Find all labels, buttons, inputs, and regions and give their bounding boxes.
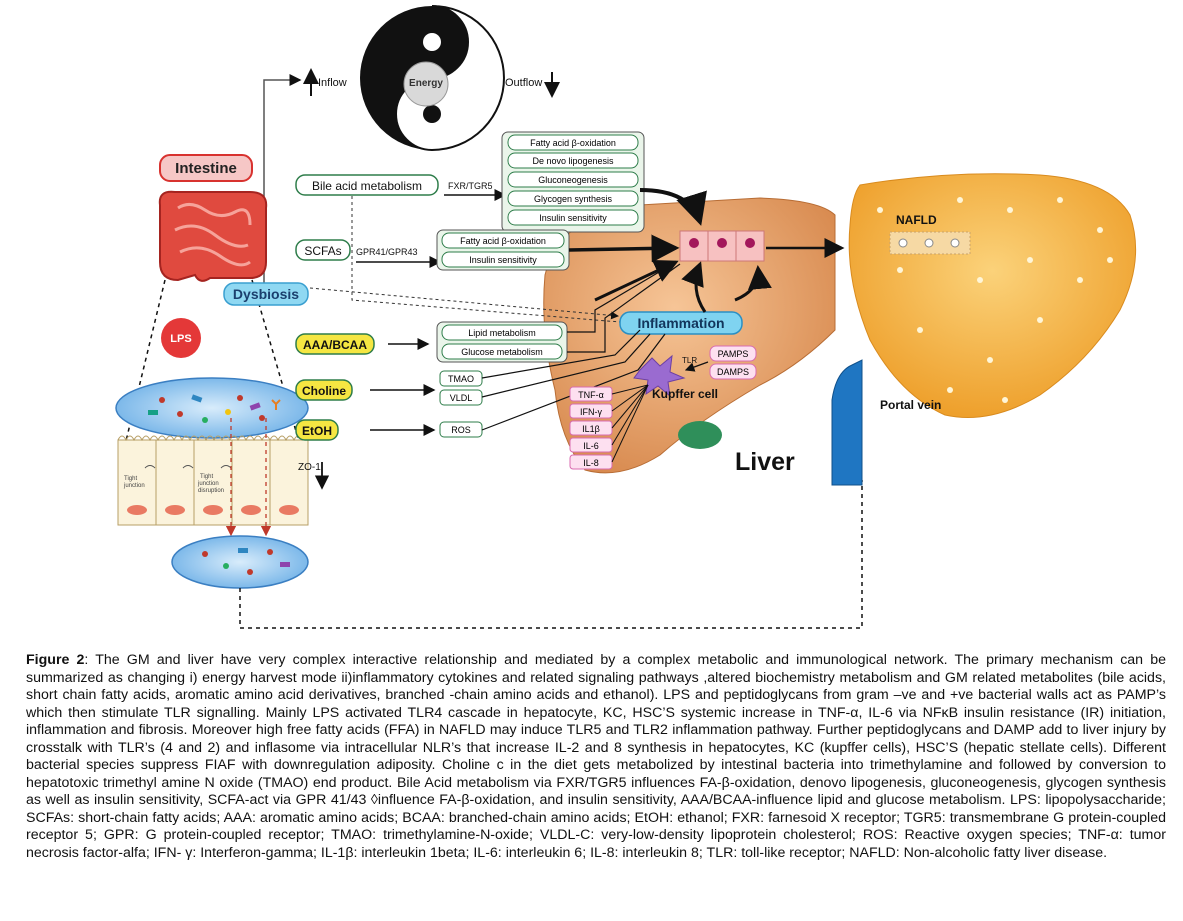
choline-label: Choline <box>302 384 346 398</box>
inflammation-label: Inflammation <box>637 315 724 331</box>
aaa-bcaa-box <box>295 333 375 355</box>
pamps-to-tlr-arrow <box>684 361 709 372</box>
tlr-label: TLR <box>682 356 697 365</box>
bile-effect-0: Fatty acid β-oxidation <box>530 138 616 148</box>
etoh-label: EtOH <box>302 424 332 438</box>
aaa-effect-1: Glucose metabolism <box>461 347 543 357</box>
bile-to-hepatocyte-arrow <box>639 188 707 226</box>
inflammation-curve-arrow <box>734 265 772 302</box>
gut-microbiota-upper <box>115 377 309 439</box>
lps-label: LPS <box>170 333 191 345</box>
scfa-effect-0: Fatty acid β-oxidation <box>460 236 546 246</box>
cytokine-3: IL-6 <box>583 441 599 451</box>
choline-effect-0: TMAO <box>448 374 474 384</box>
choline-box <box>295 379 353 401</box>
fxr-tgr5-label: FXR/TGR5 <box>448 181 493 191</box>
metabolite-to-liver-lines <box>481 261 681 431</box>
scfa-to-hepatocyte-arrow <box>568 234 680 263</box>
pamps-label: PAMPS <box>718 349 749 359</box>
cytokine-list: TNF-α IFN-γ IL1β IL-6 IL-8 <box>569 386 613 470</box>
bile-effect-4: Insulin sensitivity <box>539 213 607 223</box>
aaa-bcaa-label: AAA/BCAA <box>303 338 367 352</box>
portal-return-connector <box>239 480 863 629</box>
kupffer-label: Kupffer cell <box>652 387 718 401</box>
portal-vein-label: Portal vein <box>880 398 941 412</box>
etoh-box <box>295 419 339 441</box>
inflammation-box <box>619 311 743 335</box>
bile-acid-box <box>295 174 439 196</box>
figure-label: Figure 2 <box>26 652 85 668</box>
intestine-label: Intestine <box>175 160 237 177</box>
nafld-liver-shape <box>848 173 1137 418</box>
inflow-label: Inflow <box>318 77 347 89</box>
scfas-label: SCFAs <box>304 244 341 258</box>
bile-effects-list: Fatty acid β-oxidation De novo lipogenes… <box>507 134 639 226</box>
gut-microbiota-lower <box>171 535 309 589</box>
dysbiosis-label: Dysbiosis <box>233 286 299 302</box>
lps-circle <box>161 318 201 358</box>
kupffer-to-cytokine-lines <box>611 384 649 463</box>
dysbiosis-box <box>223 282 309 306</box>
nafld-fat-droplets <box>877 197 1113 403</box>
cytokine-4: IL-8 <box>583 458 599 468</box>
nafld-label: NAFLD <box>896 213 937 227</box>
inflammation-to-hepatocyte-arrow <box>681 261 707 313</box>
figure-caption: Figure 2: The GM and liver have very com… <box>26 652 1166 862</box>
aaa-effect-0: Lipid metabolism <box>468 328 536 338</box>
gallbladder <box>678 421 722 449</box>
energy-yin-yang: Energy <box>360 5 505 152</box>
portal-vein <box>831 359 863 486</box>
bile-to-inflammation-dotted <box>351 196 621 323</box>
cytokine-1: IFN-γ <box>580 407 602 417</box>
scfas-box <box>295 239 351 261</box>
kupffer-cell-icon <box>633 354 686 398</box>
outflow-label: Outflow <box>505 77 542 89</box>
liver-label: Liver <box>735 448 795 476</box>
scfa-effect-1: Insulin sensitivity <box>469 255 537 265</box>
aaa-to-hepatocyte-arrow <box>594 260 679 302</box>
choline-effect-1: VLDL <box>450 393 473 403</box>
bile-acid-label: Bile acid metabolism <box>312 179 422 193</box>
damps-label: DAMPS <box>717 367 749 377</box>
hepatocytes <box>679 230 765 262</box>
bile-effect-1: De novo lipogenesis <box>532 156 614 166</box>
figure-caption-text: : The GM and liver have very complex int… <box>26 652 1166 861</box>
bile-effect-3: Glycogen synthesis <box>534 194 613 204</box>
intestine-illustration <box>158 190 268 282</box>
etoh-effect: ROS <box>451 425 471 435</box>
intestinal-epithelium <box>117 435 311 526</box>
cytokine-2: IL1β <box>582 424 600 434</box>
bile-effect-2: Gluconeogenesis <box>538 175 608 185</box>
gpr-label: GPR41/GPR43 <box>356 247 418 257</box>
dysbiosis-energy-connector <box>263 74 302 295</box>
energy-label: Energy <box>409 78 443 89</box>
zo1-label: ZO-1 <box>298 462 321 473</box>
gut-liver-axis-diagram: Energy Inflow Outflow Intestine LPS Dysb… <box>115 5 1137 629</box>
intestine-label-box <box>159 154 253 182</box>
cytokine-0: TNF-α <box>578 390 604 400</box>
